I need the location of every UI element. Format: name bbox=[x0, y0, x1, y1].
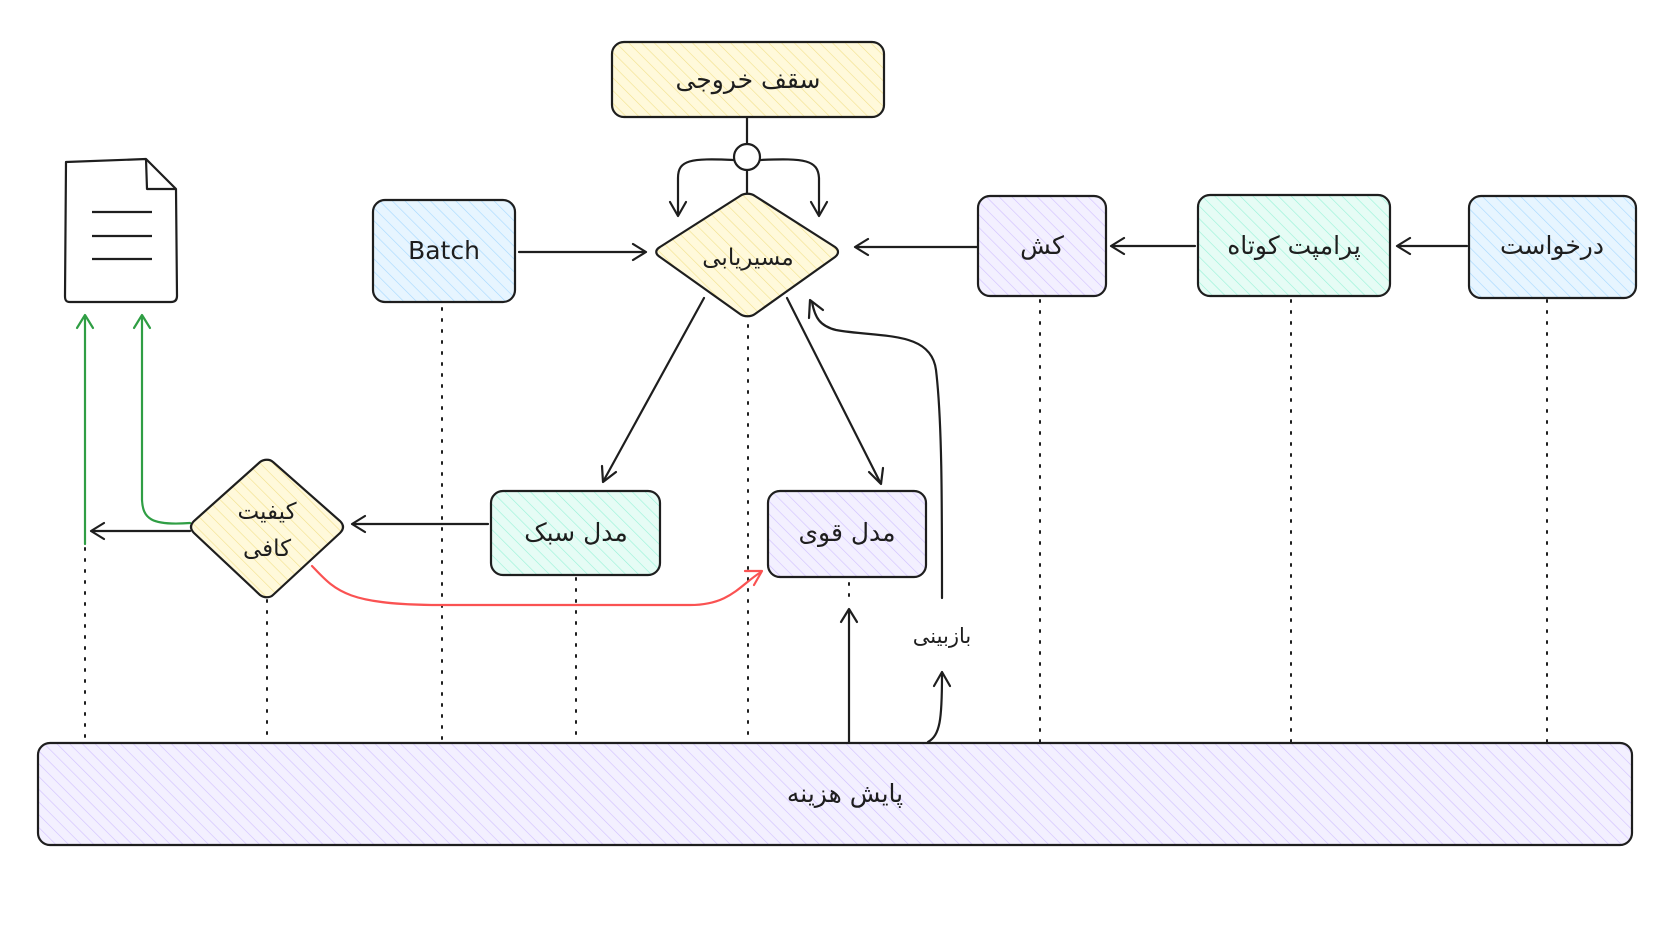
document-icon bbox=[63, 157, 179, 304]
node-request-label: درخواست bbox=[1500, 231, 1604, 260]
node-routing: مسیریابی bbox=[655, 192, 840, 318]
node-cost-monitoring: پایش هزینه bbox=[36, 741, 1634, 847]
node-strong-model-label: مدل قوی bbox=[798, 518, 895, 547]
arrow-review-loop bbox=[810, 300, 944, 600]
arrow-cost-to-review bbox=[926, 673, 944, 744]
node-strong-model: مدل قوی bbox=[766, 489, 928, 579]
edges bbox=[75, 115, 1469, 744]
edge-label-review: بازبینی bbox=[913, 624, 971, 648]
node-request: درخواست bbox=[1467, 194, 1638, 300]
arrow-routing-to-strong bbox=[785, 296, 882, 484]
junction-circle bbox=[732, 142, 762, 172]
node-quality-label-line2: کافی bbox=[243, 536, 291, 562]
node-cache: کش bbox=[976, 194, 1108, 298]
node-cache-label: کش bbox=[1020, 231, 1064, 260]
node-quality-label-line1: کیفیت bbox=[237, 499, 296, 525]
guide-lines bbox=[84, 299, 1548, 743]
node-batch-label: Batch bbox=[408, 236, 480, 265]
node-batch: Batch bbox=[371, 198, 517, 304]
node-short-prompt-label: پرامپت کوتاه bbox=[1227, 231, 1361, 260]
arrow-routing-to-light bbox=[602, 296, 706, 482]
arrow-red-retry bbox=[310, 564, 763, 607]
arrow-green-2 bbox=[140, 314, 192, 525]
node-output-cap-label: سقف خروجی bbox=[675, 65, 820, 95]
node-output-cap: سقف خروجی bbox=[610, 40, 886, 119]
node-short-prompt: پرامپت کوتاه bbox=[1196, 193, 1392, 298]
node-light-model-label: مدل سبک bbox=[524, 518, 628, 547]
node-routing-label: مسیریابی bbox=[702, 245, 793, 271]
node-light-model: مدل سبک bbox=[489, 489, 662, 577]
node-quality: کیفیت کافی bbox=[189, 458, 345, 599]
node-cost-monitoring-label: پایش هزینه bbox=[787, 779, 903, 808]
